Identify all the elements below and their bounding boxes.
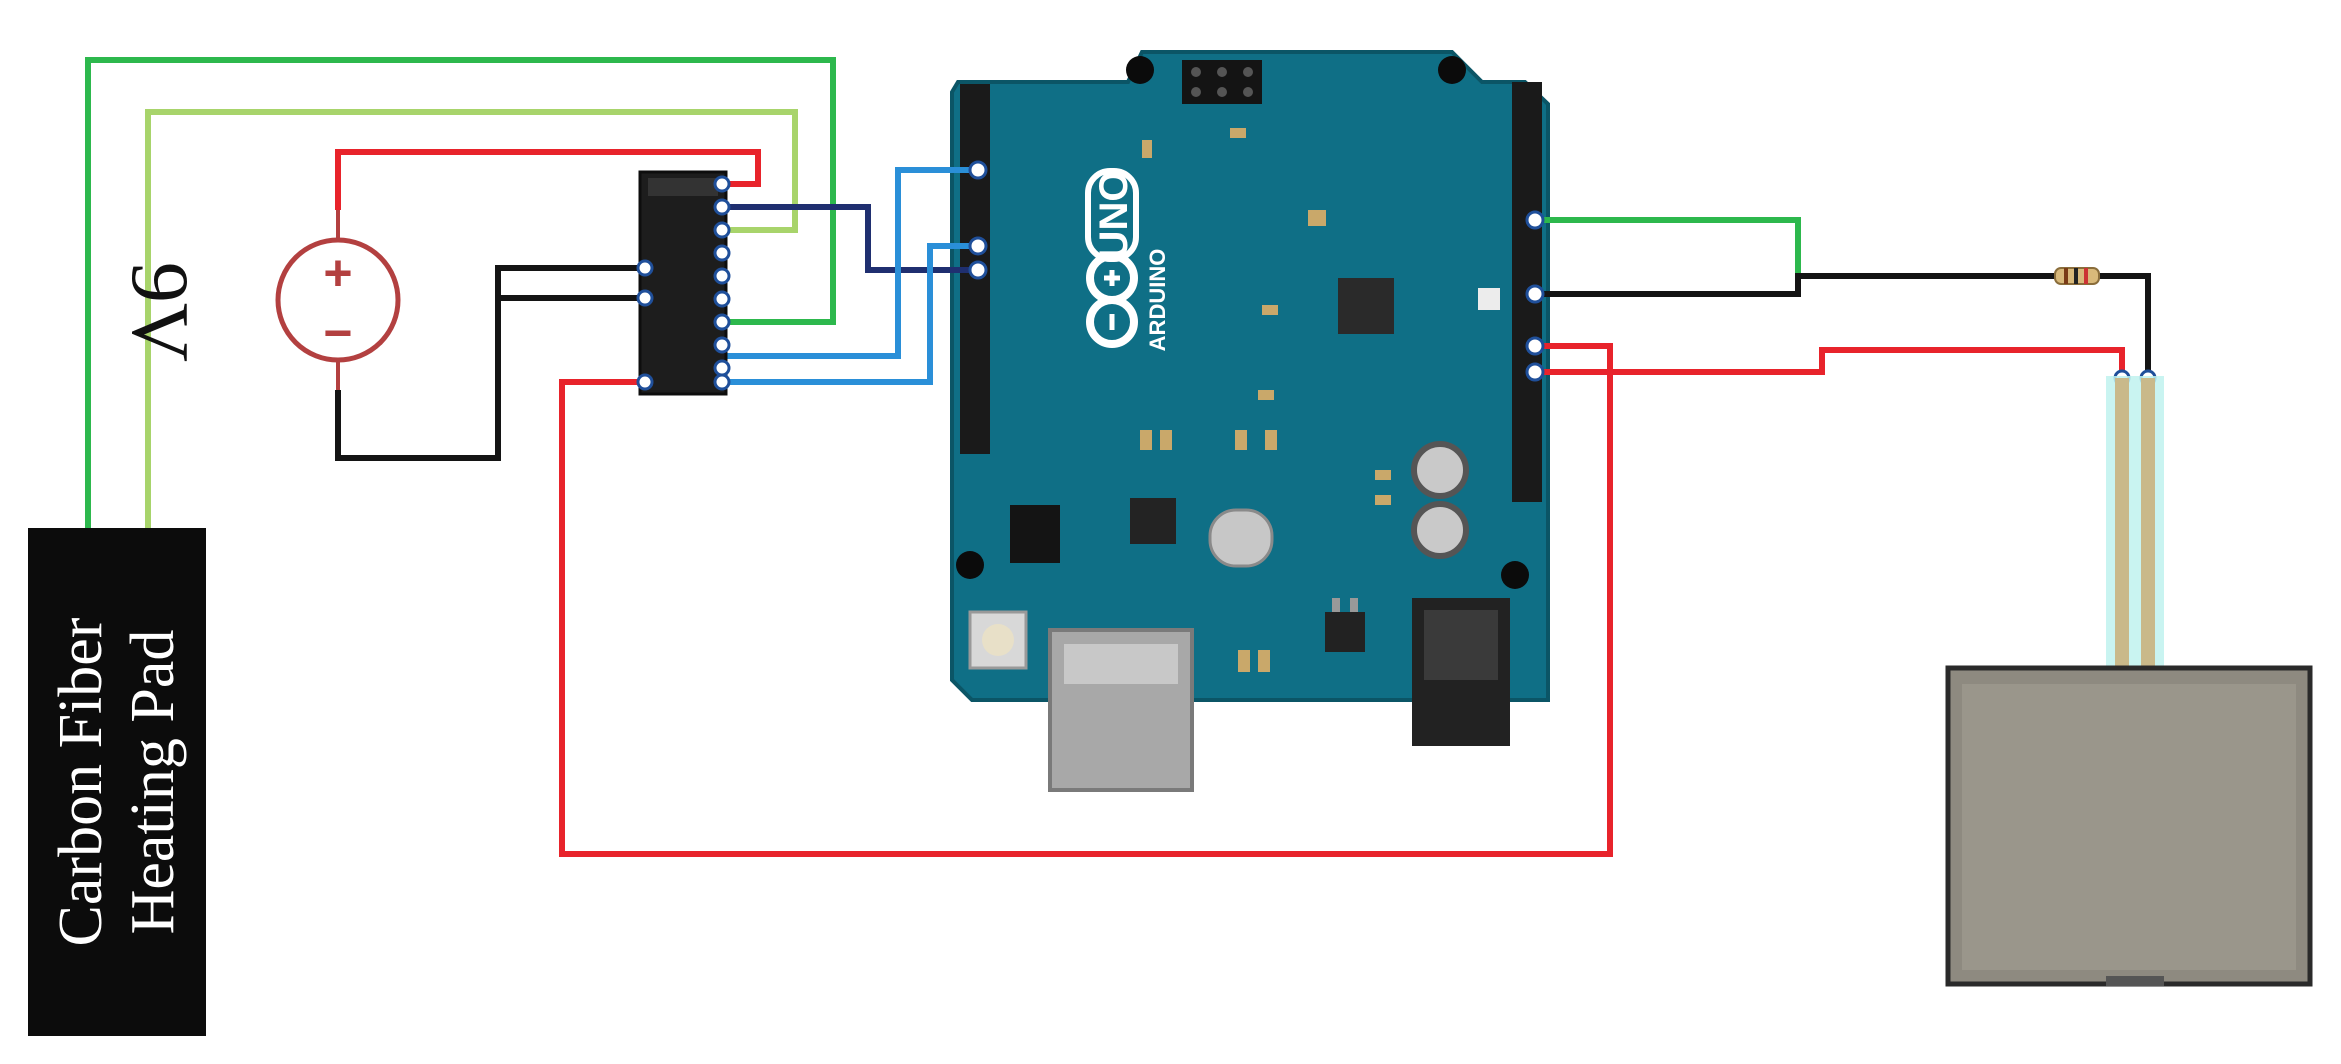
capacitor [1411,441,1469,499]
blue-wire-1 [722,167,978,359]
black-wire-sensor [1535,273,2055,297]
crystal-oscillator [1208,508,1274,568]
ic-pins [636,175,731,391]
heating-pad-label: Carbon Fiber Heating Pad [45,618,189,947]
wires [85,57,2151,857]
battery-plus: + [323,245,352,301]
driver-ic [638,170,728,396]
heating-pad-label-line1: Carbon Fiber [47,617,115,947]
capacitor [1411,501,1469,559]
red-wire-loop [559,343,1613,857]
red-wire-sensor [1535,347,2125,376]
usb-chip [1130,498,1176,544]
icsp-header [1182,60,1262,104]
battery-9v: + − [275,210,401,390]
microcontroller-chip [1338,278,1394,334]
arduino-brand-label: ARDUINO [1145,249,1170,352]
uno-label: UNO [1092,171,1136,260]
navy-wire [722,204,978,273]
mounting-hole [1126,56,1154,84]
icsp2-header [1010,505,1060,563]
battery-circle [275,237,401,363]
battery-minus: − [323,305,352,361]
green-wire-sensor [1535,217,1801,276]
heating-pad: Carbon Fiber Heating Pad [28,528,206,1036]
force-sensor [1945,376,2313,987]
sensor-tail [2106,376,2164,676]
resistor [2054,267,2100,285]
voltage-regulator [1325,612,1365,652]
blue-wire-2 [722,243,978,385]
mounting-hole [956,551,984,579]
mounting-hole [1501,561,1529,589]
black-wire-battery [335,265,645,461]
battery-voltage-label: 9V [115,261,206,363]
heating-pad-label-line2: Heating Pad [119,629,187,935]
uno-badge [1085,168,1139,262]
mounting-hole [1438,56,1466,84]
arduino-uno-board: UNO ARDUINO [950,50,1550,792]
light-green-wire [145,109,798,544]
black-wire-sensor-2 [2098,273,2151,376]
green-wire [85,57,836,544]
red-wire-battery [335,149,761,210]
